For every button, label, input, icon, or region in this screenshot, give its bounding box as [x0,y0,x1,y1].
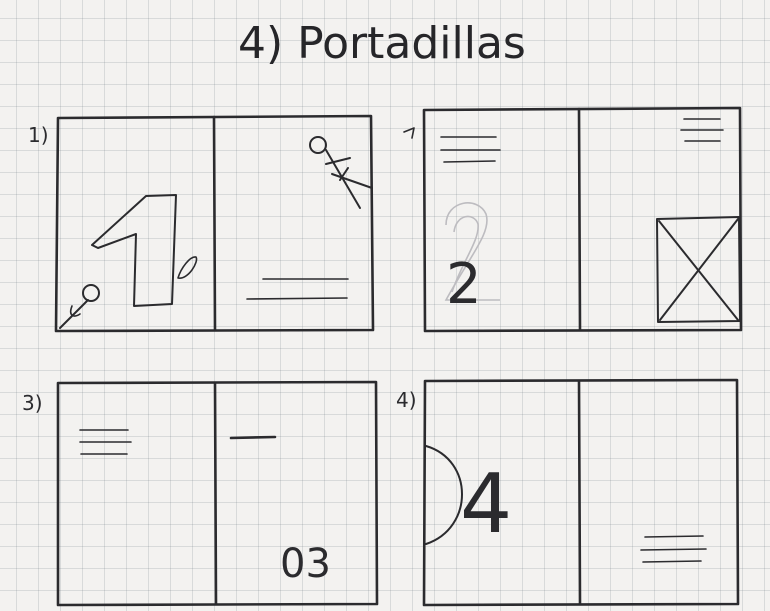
stick-figure-icon [310,137,372,208]
text-line [247,298,347,299]
half-circle-mark [426,446,462,544]
page-title: 4) Portadillas [238,18,526,69]
spread-1-fold [214,117,215,330]
spread-1-big-one [92,195,176,306]
spread-2-mark [404,128,414,138]
spread-1-label: 1) [28,123,49,147]
spread-1-oval [178,257,197,278]
dash-mark [231,437,275,438]
spread-3-label: 3) [22,391,43,415]
text-line [643,561,701,562]
flower-icon [60,285,99,328]
text-line [645,536,703,537]
spread-2-fold [579,109,580,330]
text-line [641,549,706,550]
spread-2-number: 2 [446,252,482,317]
spread-3: 3) 03 [22,382,377,605]
spread-3-fold [215,383,216,604]
text-line [444,161,495,162]
spread-4: 4) 4 [396,380,738,605]
spread-4-fold [579,381,580,604]
spread-3-number: 03 [280,541,331,587]
spread-4-number: 4 [460,457,512,552]
spread-2: 2 [404,108,741,331]
spread-4-label: 4) [396,388,417,412]
image-placeholder-icon [657,217,740,322]
